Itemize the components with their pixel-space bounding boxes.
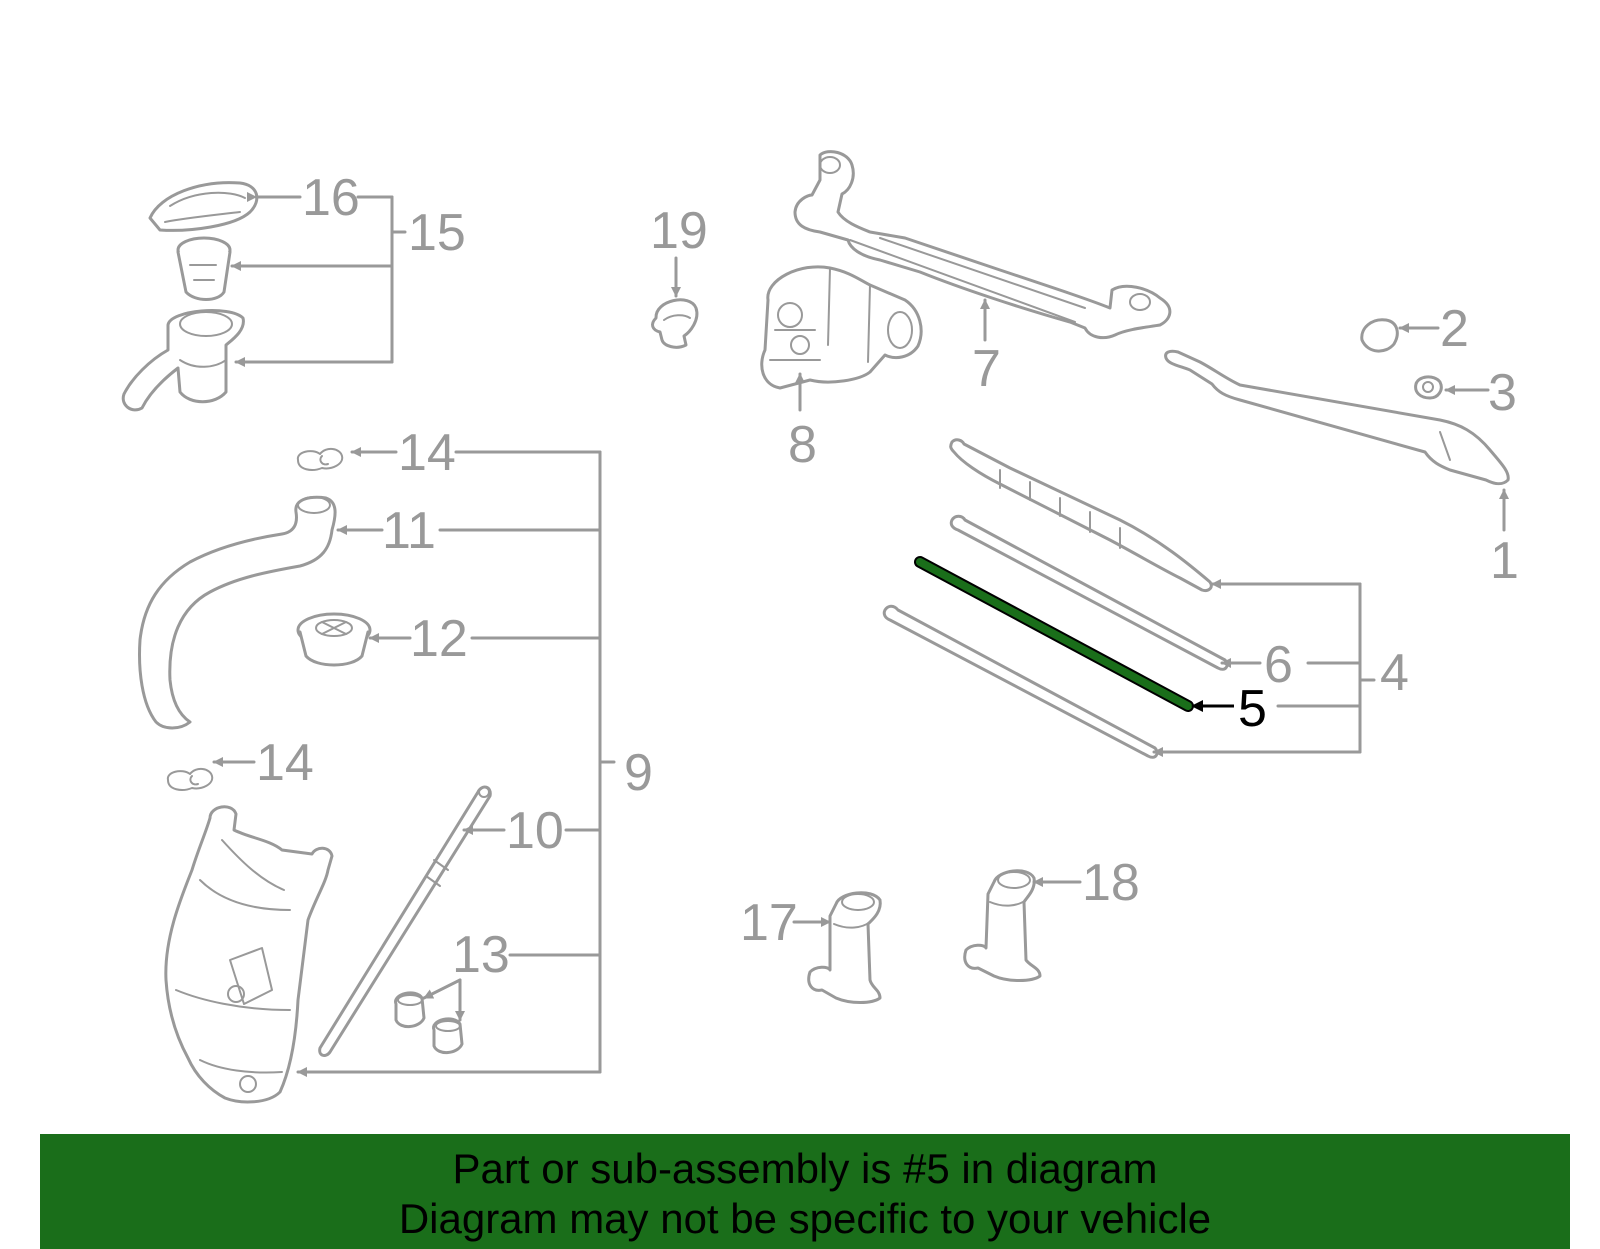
washer-nozzle-part[interactable]	[651, 298, 699, 349]
grommet-part[interactable]	[296, 612, 372, 667]
callout-14-lower: 14	[256, 734, 314, 792]
wiper-blade-part[interactable]	[949, 438, 1213, 592]
callout-3: 3	[1488, 364, 1517, 422]
callout-1: 1	[1490, 532, 1519, 590]
callout-14-top: 14	[398, 424, 456, 482]
callout-12: 12	[410, 610, 468, 668]
blade-insert-5-highlighted[interactable]	[914, 556, 1194, 712]
wiper-linkage-part[interactable]	[793, 150, 1172, 340]
callout-9: 9	[624, 744, 653, 802]
washer-reservoir-part[interactable]	[164, 805, 334, 1104]
callout-13: 13	[452, 926, 510, 984]
washer-hose-part[interactable]	[138, 495, 337, 730]
washer-pipe-part[interactable]	[318, 785, 492, 1057]
arm-nut-part[interactable]	[1414, 375, 1443, 400]
reservoir-cap-part[interactable]	[148, 181, 259, 232]
hose-clip-top-part[interactable]	[296, 448, 344, 471]
callout-7: 7	[972, 340, 1001, 398]
arm-cap-part[interactable]	[1360, 318, 1399, 353]
hose-clip-lower-part[interactable]	[166, 768, 214, 791]
filler-strainer-part[interactable]	[176, 236, 232, 301]
callout-8: 8	[788, 416, 817, 474]
pump-grommet-part[interactable]	[394, 991, 426, 1028]
washer-pump-17-part[interactable]	[807, 891, 882, 1004]
blade-refill-lower-part[interactable]	[882, 604, 1159, 759]
banner-line-disclaimer: Diagram may not be specific to your vehi…	[398, 1195, 1212, 1242]
callout-4: 4	[1380, 644, 1409, 702]
callout-11: 11	[382, 502, 436, 560]
callout-17: 17	[740, 894, 798, 952]
info-banner: Part or sub-assembly is #5 in diagram Di…	[40, 1134, 1570, 1249]
callout-5: 5	[1238, 680, 1267, 738]
callout-15: 15	[408, 204, 466, 262]
callout-19: 19	[650, 202, 708, 260]
wiper-arm-part[interactable]	[1164, 349, 1510, 486]
pump-grommet-2-part[interactable]	[432, 1017, 464, 1054]
callout-2: 2	[1440, 300, 1469, 358]
callout-16: 16	[302, 169, 360, 227]
callout-18: 18	[1082, 854, 1140, 912]
filler-neck-part[interactable]	[121, 309, 245, 412]
callout-10: 10	[506, 802, 564, 860]
wiper-motor-part[interactable]	[760, 265, 923, 390]
callout-6: 6	[1264, 636, 1293, 694]
banner-line-part-number: Part or sub-assembly is #5 in diagram	[452, 1145, 1158, 1192]
washer-pump-18-part[interactable]	[963, 869, 1042, 982]
